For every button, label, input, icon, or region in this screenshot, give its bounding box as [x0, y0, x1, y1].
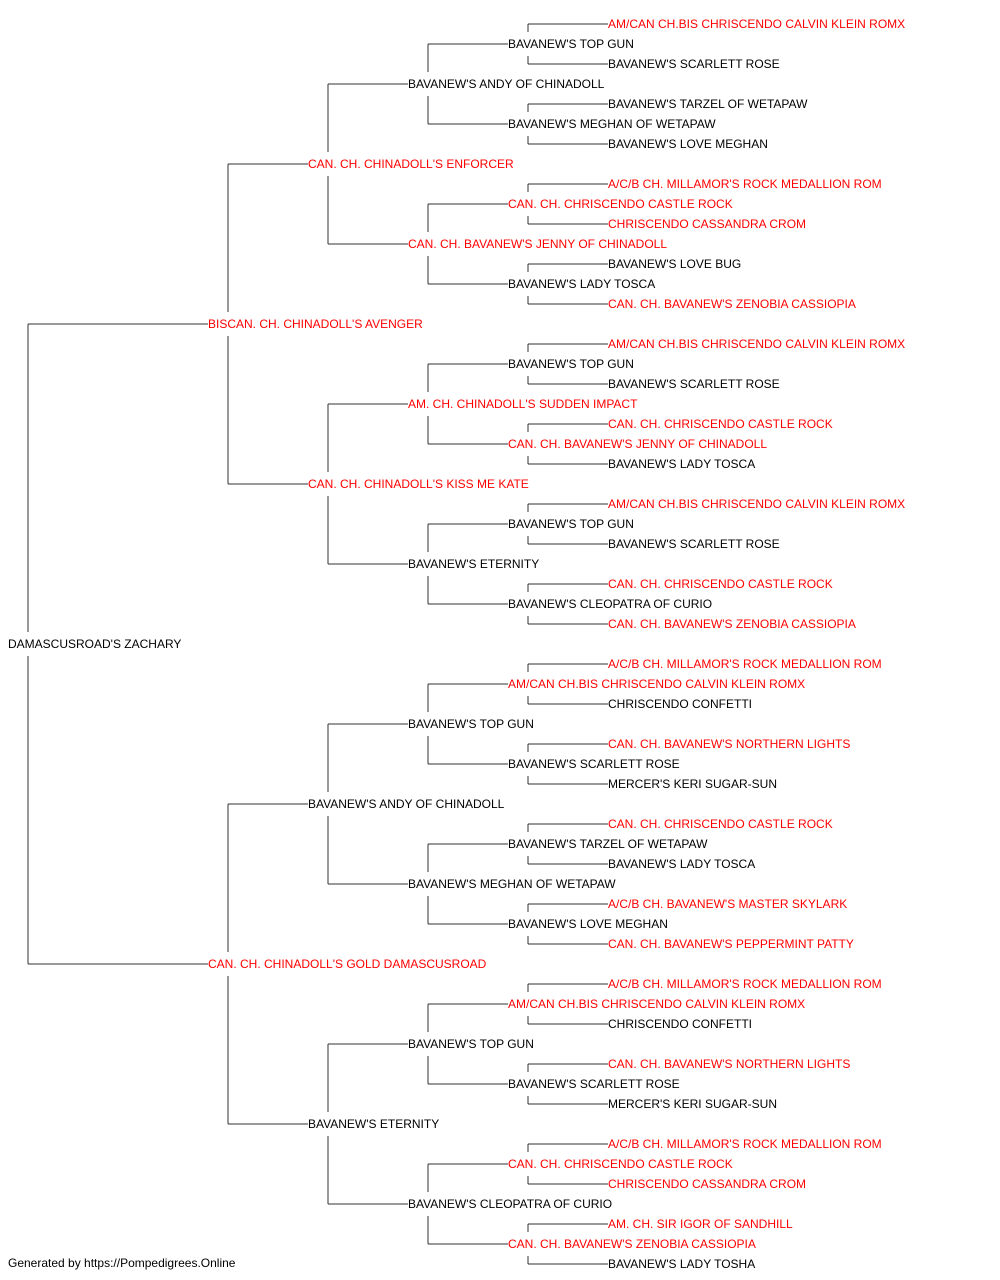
- ancestor-name: CAN. CH. CHINADOLL'S GOLD DAMASCUSROAD: [208, 957, 487, 971]
- ancestor-name: BAVANEW'S LADY TOSCA: [608, 857, 755, 871]
- ancestor-name: BAVANEW'S ETERNITY: [308, 1117, 439, 1131]
- ancestor-name: MERCER'S KERI SUGAR-SUN: [608, 777, 777, 791]
- ancestor-name: BAVANEW'S TOP GUN: [408, 1037, 534, 1051]
- ancestor-name: BAVANEW'S LADY TOSHA: [608, 1257, 755, 1271]
- ancestor-name: BAVANEW'S TOP GUN: [508, 517, 634, 531]
- ancestor-name: BISCAN. CH. CHINADOLL'S AVENGER: [208, 317, 423, 331]
- ancestor-name: CAN. CH. CHINADOLL'S KISS ME KATE: [308, 477, 529, 491]
- connector-lines: [27, 23, 608, 1265]
- ancestor-name: BAVANEW'S TARZEL OF WETAPAW: [508, 837, 708, 851]
- ancestor-name: BAVANEW'S MEGHAN OF WETAPAW: [408, 877, 616, 891]
- ancestor-name: AM. CH. CHINADOLL'S SUDDEN IMPACT: [408, 397, 638, 411]
- ancestor-name: BAVANEW'S CLEOPATRA OF CURIO: [508, 597, 712, 611]
- ancestor-name: CAN. CH. CHRISCENDO CASTLE ROCK: [508, 1157, 733, 1171]
- ancestor-name: AM/CAN CH.BIS CHRISCENDO CALVIN KLEIN RO…: [608, 17, 905, 31]
- ancestor-name: BAVANEW'S TOP GUN: [508, 37, 634, 51]
- ancestor-name: BAVANEW'S LOVE MEGHAN: [508, 917, 668, 931]
- ancestor-name: AM. CH. SIR IGOR OF SANDHILL: [608, 1217, 793, 1231]
- ancestor-name: BAVANEW'S ETERNITY: [408, 557, 539, 571]
- ancestor-name: CAN. CH. CHRISCENDO CASTLE ROCK: [608, 417, 833, 431]
- ancestor-name: CHRISCENDO CASSANDRA CROM: [608, 217, 806, 231]
- ancestor-name: BAVANEW'S SCARLETT ROSE: [608, 57, 780, 71]
- ancestor-name: BAVANEW'S SCARLETT ROSE: [508, 757, 680, 771]
- ancestor-name: A/C/B CH. MILLAMOR'S ROCK MEDALLION ROM: [608, 657, 882, 671]
- ancestor-name: BAVANEW'S CLEOPATRA OF CURIO: [408, 1197, 612, 1211]
- ancestor-name: CHRISCENDO CONFETTI: [608, 1017, 752, 1031]
- ancestor-name: BAVANEW'S LOVE MEGHAN: [608, 137, 768, 151]
- ancestor-name: CHRISCENDO CASSANDRA CROM: [608, 1177, 806, 1191]
- ancestor-name: CAN. CH. CHRISCENDO CASTLE ROCK: [508, 197, 733, 211]
- ancestor-name: AM/CAN CH.BIS CHRISCENDO CALVIN KLEIN RO…: [608, 497, 905, 511]
- ancestor-name: CHRISCENDO CONFETTI: [608, 697, 752, 711]
- ancestor-name: BAVANEW'S LADY TOSCA: [508, 277, 655, 291]
- ancestor-name: A/C/B CH. MILLAMOR'S ROCK MEDALLION ROM: [608, 977, 882, 991]
- ancestor-name: CAN. CH. BAVANEW'S ZENOBIA CASSIOPIA: [608, 297, 856, 311]
- ancestor-name: BAVANEW'S SCARLETT ROSE: [608, 377, 780, 391]
- ancestor-name: BAVANEW'S ANDY OF CHINADOLL: [408, 77, 605, 91]
- ancestor-name: AM/CAN CH.BIS CHRISCENDO CALVIN KLEIN RO…: [608, 337, 905, 351]
- ancestor-name: CAN. CH. BAVANEW'S ZENOBIA CASSIOPIA: [608, 617, 856, 631]
- ancestor-name: BAVANEW'S MEGHAN OF WETAPAW: [508, 117, 716, 131]
- ancestor-name: CAN. CH. CHRISCENDO CASTLE ROCK: [608, 577, 833, 591]
- ancestor-name: BAVANEW'S TOP GUN: [508, 357, 634, 371]
- subject-dog-name: DAMASCUSROAD'S ZACHARY: [8, 637, 181, 651]
- ancestor-name: CAN. CH. BAVANEW'S NORTHERN LIGHTS: [608, 737, 850, 751]
- ancestor-name: MERCER'S KERI SUGAR-SUN: [608, 1097, 777, 1111]
- ancestor-name: BAVANEW'S TOP GUN: [408, 717, 534, 731]
- ancestor-name: CAN. CH. BAVANEW'S JENNY OF CHINADOLL: [508, 437, 767, 451]
- footer-credit: Generated by https://Pompedigrees.Online: [8, 1256, 236, 1270]
- ancestor-name: A/C/B CH. MILLAMOR'S ROCK MEDALLION ROM: [608, 1137, 882, 1151]
- ancestor-name: A/C/B CH. BAVANEW'S MASTER SKYLARK: [608, 897, 847, 911]
- ancestor-name: AM/CAN CH.BIS CHRISCENDO CALVIN KLEIN RO…: [508, 677, 805, 691]
- ancestor-name: AM/CAN CH.BIS CHRISCENDO CALVIN KLEIN RO…: [508, 997, 805, 1011]
- ancestor-name: BAVANEW'S LOVE BUG: [608, 257, 741, 271]
- ancestor-name: CAN. CH. CHINADOLL'S ENFORCER: [308, 157, 514, 171]
- ancestor-name: A/C/B CH. MILLAMOR'S ROCK MEDALLION ROM: [608, 177, 882, 191]
- ancestor-name: CAN. CH. BAVANEW'S NORTHERN LIGHTS: [608, 1057, 850, 1071]
- ancestor-name: CAN. CH. BAVANEW'S JENNY OF CHINADOLL: [408, 237, 667, 251]
- ancestor-name: CAN. CH. BAVANEW'S ZENOBIA CASSIOPIA: [508, 1237, 756, 1251]
- ancestor-name: CAN. CH. BAVANEW'S PEPPERMINT PATTY: [608, 937, 854, 951]
- ancestor-name: BAVANEW'S TARZEL OF WETAPAW: [608, 97, 808, 111]
- ancestor-name: BAVANEW'S LADY TOSCA: [608, 457, 755, 471]
- ancestor-name: BAVANEW'S SCARLETT ROSE: [508, 1077, 680, 1091]
- ancestor-name: BAVANEW'S SCARLETT ROSE: [608, 537, 780, 551]
- dog-labels: DAMASCUSROAD'S ZACHARY BISCAN. CH. CHINAD…: [8, 17, 905, 1271]
- ancestor-name: BAVANEW'S ANDY OF CHINADOLL: [308, 797, 505, 811]
- ancestor-name: CAN. CH. CHRISCENDO CASTLE ROCK: [608, 817, 833, 831]
